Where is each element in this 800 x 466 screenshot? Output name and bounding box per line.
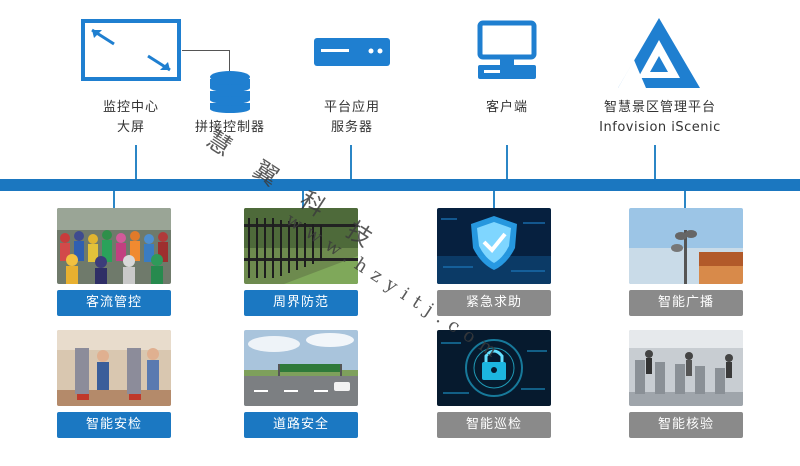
module-badge-smart-broadcast[interactable]: 智能广播 xyxy=(629,290,743,316)
module-badge-smart-security-check[interactable]: 智能安检 xyxy=(57,412,171,438)
crowd-photo xyxy=(57,208,171,284)
server-label: 平台应用 服务器 xyxy=(323,100,380,135)
module-badge-perimeter[interactable]: 周界防范 xyxy=(244,290,358,316)
screen-to-splicer-connector xyxy=(182,50,230,51)
shield-security-photo xyxy=(437,208,551,284)
screen-to-splicer-connector-vertical xyxy=(229,50,230,72)
client-computer-icon xyxy=(477,20,537,79)
module-badge-smart-patrol[interactable]: 智能巡检 xyxy=(437,412,551,438)
broadcast-speaker-photo xyxy=(629,208,743,284)
module-badge-road-safety[interactable]: 道路安全 xyxy=(244,412,358,438)
client-label: 客户端 xyxy=(485,100,528,115)
module-badge-passenger-flow[interactable]: 客流管控 xyxy=(57,290,171,316)
lock-security-photo xyxy=(437,330,551,406)
connector-server xyxy=(350,145,352,179)
platform-label: 智慧景区管理平台 Infovision iScenic xyxy=(599,100,721,135)
connector-platform xyxy=(654,145,656,179)
module-badge-emergency-help[interactable]: 紧急求助 xyxy=(437,290,551,316)
connector-col4 xyxy=(684,191,686,209)
platform-logo-icon xyxy=(618,18,700,88)
network-bus xyxy=(0,179,800,191)
monitor-center-label: 监控中心 大屏 xyxy=(102,100,159,135)
connector-col2 xyxy=(302,191,304,209)
connector-col3 xyxy=(493,191,495,209)
server-icon xyxy=(314,38,390,66)
connector-col1 xyxy=(113,191,115,209)
highway-photo xyxy=(244,330,358,406)
database-icon xyxy=(210,71,250,113)
splicer-label: 拼接控制器 xyxy=(194,120,265,135)
turnstile-photo xyxy=(629,330,743,406)
big-screen-icon xyxy=(81,19,181,81)
security-gate-photo xyxy=(57,330,171,406)
module-badge-smart-verification[interactable]: 智能核验 xyxy=(629,412,743,438)
connector-monitor xyxy=(135,145,137,179)
connector-client xyxy=(506,145,508,179)
fence-photo xyxy=(244,208,358,284)
